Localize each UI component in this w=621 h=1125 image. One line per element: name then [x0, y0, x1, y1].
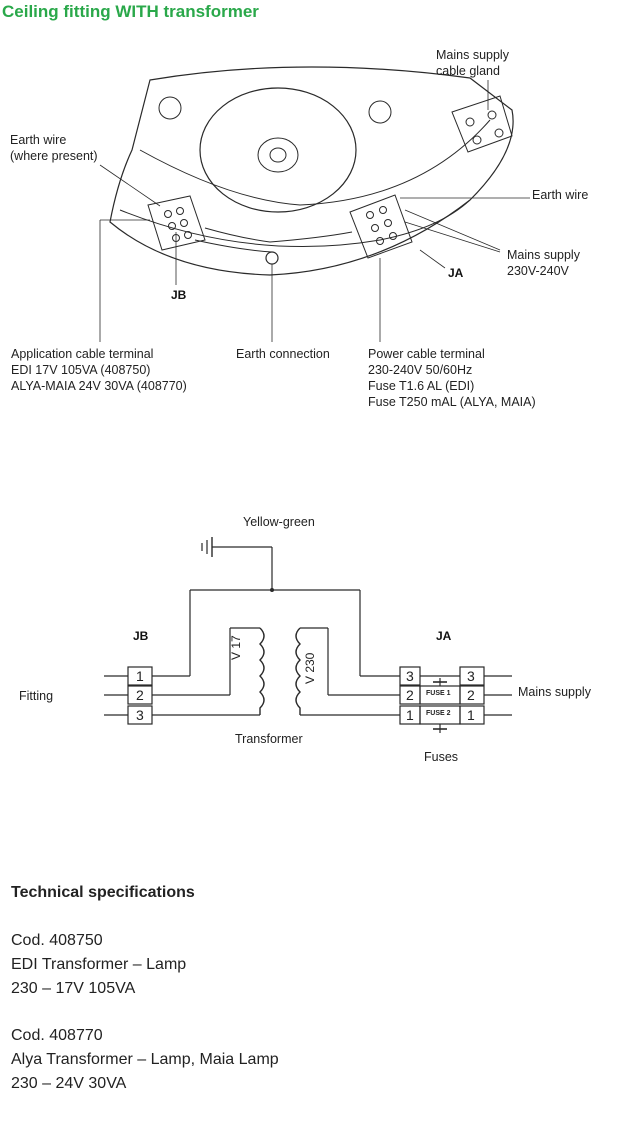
ja-left-terminal-3-label: 3 — [406, 668, 414, 684]
internal-wiring — [204, 227, 353, 243]
fuse-2-label: FUSE 2 — [426, 710, 451, 717]
spec-item-408750: Cod. 408750 EDI Transformer – Lamp 230 –… — [11, 929, 186, 1001]
yellow-green-label: Yellow-green — [243, 515, 315, 529]
schematic-mains-supply-label: Mains supply — [518, 685, 591, 699]
spec-rating: 230 – 24V 30VA — [11, 1075, 127, 1092]
secondary-coil — [259, 627, 265, 715]
fuses-label: Fuses — [424, 750, 459, 764]
jb-terminal-block — [147, 195, 206, 251]
transformer-drum — [199, 87, 357, 213]
specs-heading: Technical specifications — [11, 884, 195, 901]
page-title: Ceiling fitting WITH transformer — [2, 2, 259, 21]
gland-screw-2 — [487, 110, 497, 120]
mains-supply-cable-gland-label: Mains supply cable gland — [436, 48, 509, 78]
earth-connection-label: Earth connection — [236, 347, 330, 361]
gland-screw-4 — [494, 128, 504, 138]
coil-v17-label: V 17 — [229, 635, 243, 660]
primary-coil — [295, 627, 301, 715]
screw-right — [368, 100, 392, 124]
schematic-jb-label: JB — [133, 629, 149, 643]
earth-wire-where-present-label: Earth wire (where present) — [10, 133, 98, 163]
coil-v230-label: V 230 — [303, 652, 317, 684]
power-cable-terminal-label: Power cable terminal 230-240V 50/60Hz Fu… — [368, 347, 536, 409]
ja-right-terminal-1-label: 1 — [467, 707, 475, 723]
earth-wire-label: Earth wire — [532, 188, 589, 202]
spec-code: Cod. 408770 — [11, 1027, 103, 1044]
schematic-ja-label: JA — [436, 629, 452, 643]
spec-rating: 230 – 17V 105VA — [11, 980, 136, 997]
spec-name: EDI Transformer – Lamp — [11, 956, 187, 973]
ja-left-terminal-2-label: 2 — [406, 687, 414, 703]
transformer-label: Transformer — [235, 732, 303, 746]
ja-right-terminal-3-label: 3 — [467, 668, 475, 684]
jb-terminal-1-label: 1 — [136, 668, 144, 684]
spec-name: Alya Transformer – Lamp, Maia Lamp — [11, 1051, 279, 1068]
housing-inner-rim — [139, 119, 491, 206]
application-cable-terminal-label: Application cable terminal EDI 17V 105VA… — [11, 347, 187, 393]
screw-left — [158, 96, 182, 120]
gland-screw-3 — [472, 135, 482, 145]
ja-left-terminal-1-label: 1 — [406, 707, 414, 723]
cable-gland-plate — [451, 95, 513, 153]
ja-label: JA — [448, 266, 464, 280]
mains-supply-voltage-label: Mains supply 230V-240V — [507, 248, 580, 278]
jb-terminal-1 — [127, 666, 153, 686]
gland-screw-1 — [465, 117, 475, 127]
ceiling-fitting-illustration — [99, 66, 530, 342]
jb-terminal-2-label: 2 — [136, 687, 144, 703]
jb-terminal-3-label: 3 — [136, 707, 144, 723]
spec-code: Cod. 408750 — [11, 932, 103, 949]
fuse-1-label: FUSE 1 — [426, 690, 451, 697]
spec-item-408770: Cod. 408770 Alya Transformer – Lamp, Mai… — [11, 1024, 279, 1096]
transformer-hub-center — [269, 147, 287, 163]
fitting-label: Fitting — [19, 689, 54, 703]
ja-terminal-block — [349, 194, 413, 259]
housing-outline — [109, 66, 514, 276]
ja-right-terminal-2-label: 2 — [467, 687, 475, 703]
transformer-hub — [257, 137, 299, 173]
wiring-schematic — [104, 537, 512, 733]
jb-label: JB — [171, 288, 187, 302]
